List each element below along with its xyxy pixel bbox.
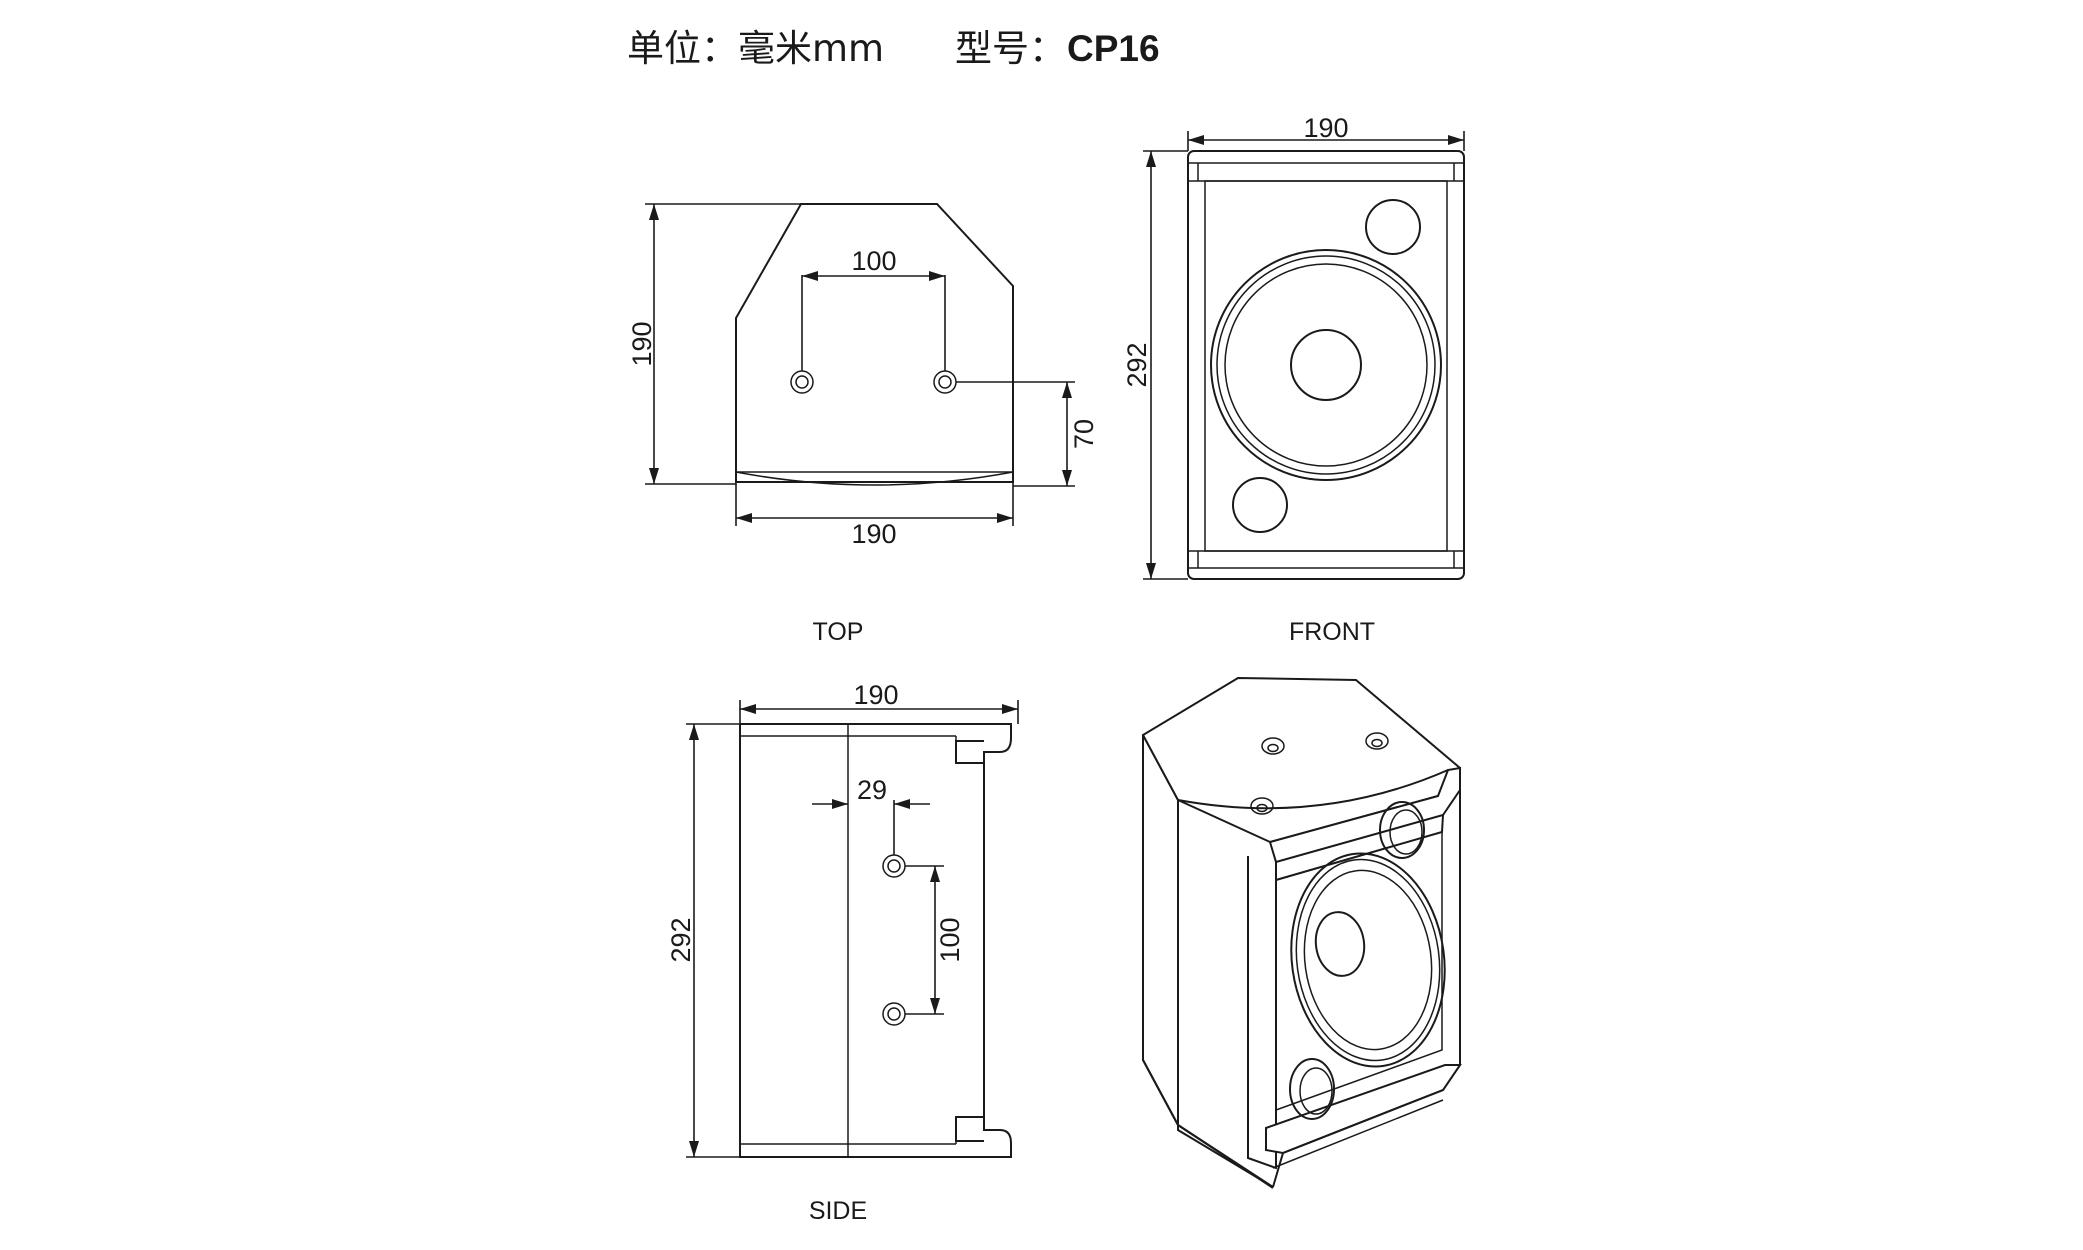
front-baffle [1204,180,1448,552]
side-dim-mount-inset-label: 29 [857,775,887,805]
side-dim-depth: 190 [739,680,1019,724]
side-dim-height-label: 292 [666,917,696,962]
side-view: 190 29 100 292 SIDE [666,680,1019,1225]
top-dim-mount-spacing-label: 100 [851,246,896,276]
top-dim-mount-offset: 70 [956,381,1099,487]
iso-mount-hole-3 [1250,797,1274,815]
side-dim-height: 292 [666,723,740,1158]
side-dim-depth-label: 190 [853,680,898,710]
front-port-lower [1232,477,1288,533]
iso-mount-hole-2 [1365,732,1389,750]
top-view: 100 190 70 190 TOP [627,203,1099,646]
front-dim-height: 292 [1122,150,1188,580]
side-mount-hole-upper [882,854,906,878]
side-mount-hole-lower [882,1002,906,1026]
top-view-label: TOP [813,618,864,646]
front-dim-width: 190 [1187,113,1465,151]
front-dim-height-label: 292 [1122,342,1152,387]
front-port-upper [1365,199,1421,255]
top-dim-mount-offset-label: 70 [1069,419,1099,449]
top-dim-width: 190 [735,482,1014,549]
model-label: 型号： [955,27,1066,70]
model-value: CP16 [1067,28,1160,69]
unit-label: 单位：毫米mm [627,27,884,70]
top-mount-hole-left [790,370,814,394]
side-dim-mount-spacing-label: 100 [935,917,965,962]
front-view-outline [1187,150,1465,580]
top-view-front-curve [735,471,1014,486]
iso-port-lower [1289,1058,1335,1120]
side-view-label: SIDE [809,1197,867,1225]
top-mount-hole-right [933,370,957,394]
iso-woofer [1290,852,1446,1068]
iso-front-baffle [1247,856,1277,1170]
iso-mount-hole-1 [1261,737,1285,755]
side-dim-mount-spacing: 100 [905,865,965,1015]
iso-front-rim [1268,766,1461,864]
front-view-label: FRONT [1289,618,1375,646]
top-dim-depth-label: 190 [627,321,657,366]
top-dim-depth: 190 [627,203,801,485]
front-dim-width-label: 190 [1303,113,1348,143]
front-view: 190 292 FRONT [1122,113,1465,646]
isometric-view [1141,676,1462,1189]
top-dim-mount-spacing: 100 [801,246,946,371]
front-woofer [1210,249,1442,481]
side-dim-mount-inset: 29 [812,775,930,855]
top-dim-width-label: 190 [851,519,896,549]
iso-port-upper [1379,801,1425,859]
